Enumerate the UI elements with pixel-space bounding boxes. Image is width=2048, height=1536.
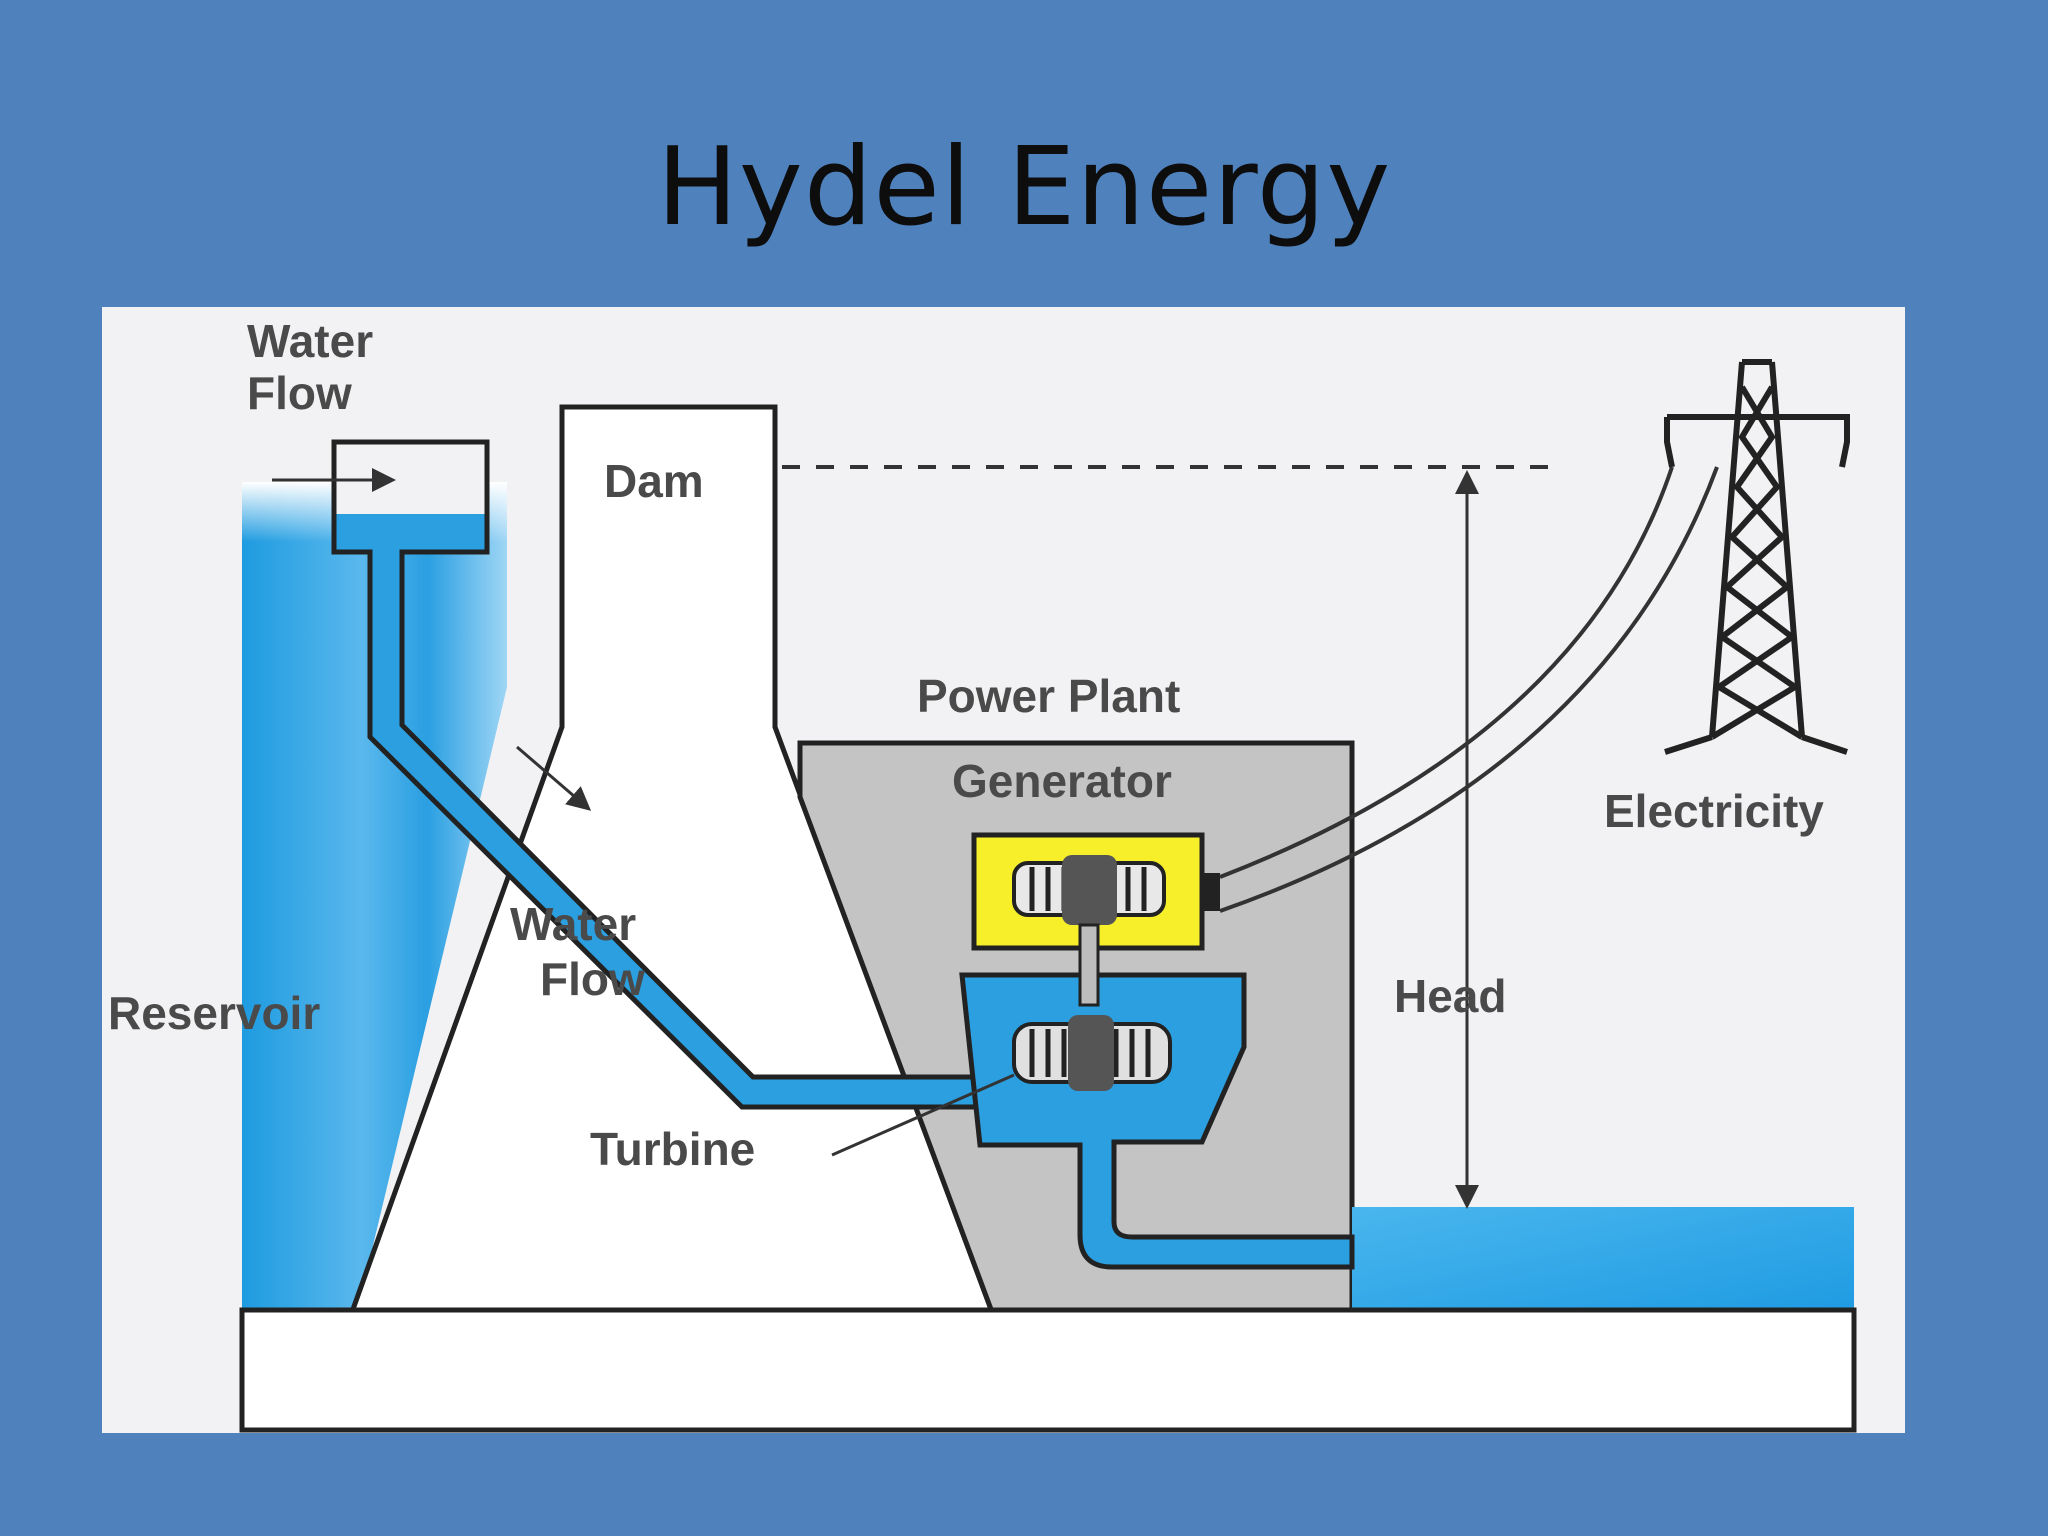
label-power-plant: Power Plant: [917, 670, 1180, 722]
power-line-upper: [1219, 466, 1674, 879]
label-turbine: Turbine: [590, 1123, 755, 1175]
tailwater: [1352, 1207, 1854, 1312]
label-generator: Generator: [952, 755, 1172, 807]
penstock-flow-arrow: [516, 745, 592, 811]
label-reservoir: Reservoir: [108, 987, 320, 1039]
diagram-canvas: Water Flow Dam Power Plant Generator Ele…: [108, 315, 1857, 1433]
label-electricity: Electricity: [1604, 785, 1824, 837]
turbine-leader-line: [831, 1073, 1015, 1157]
generator: [971, 832, 1220, 951]
ground-base: [239, 1307, 1857, 1433]
label-dam: Dam: [604, 455, 704, 507]
slide-title: Hydel Energy: [656, 125, 1392, 250]
turbine-rotor: [1012, 1015, 1172, 1091]
label-water-flow-mid-2: Flow: [540, 953, 645, 1005]
label-head: Head: [1394, 970, 1506, 1022]
power-line-lower: [1219, 466, 1719, 913]
transmission-tower: [1664, 359, 1850, 755]
label-water-flow-top-2: Flow: [247, 367, 352, 419]
hydel-diagram: Water Flow Dam Power Plant Generator Ele…: [102, 307, 1905, 1433]
shaft: [1078, 923, 1100, 1007]
label-water-flow-top-1: Water: [247, 315, 373, 367]
label-water-flow-mid-1: Water: [510, 898, 636, 950]
